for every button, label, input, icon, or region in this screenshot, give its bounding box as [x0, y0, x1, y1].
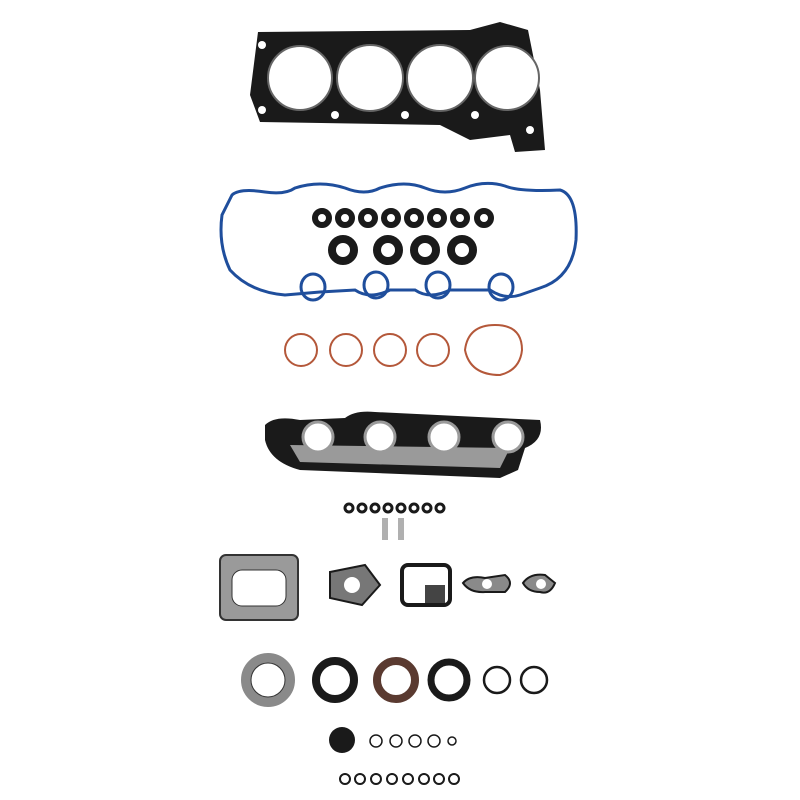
exhaust-flange-gasket	[219, 554, 299, 621]
seals-row	[241, 653, 549, 707]
dowel-pins	[382, 518, 404, 540]
intake-manifold-rings	[284, 323, 524, 377]
cylinder-head-gasket	[250, 22, 545, 152]
exhaust-manifold-gasket	[265, 411, 541, 478]
small-o-rings	[343, 502, 446, 514]
oval-gasket-right	[521, 573, 557, 594]
bottom-small-rings	[369, 734, 457, 748]
bottom-o-ring-row	[339, 773, 460, 785]
oval-gasket-left	[461, 573, 511, 594]
valve-cover-gasket	[219, 181, 578, 302]
vtc-filter-gasket	[400, 563, 452, 607]
egr-gasket	[329, 563, 382, 607]
spark-plug-tube-seals	[312, 208, 494, 265]
plug-cap	[329, 727, 355, 753]
